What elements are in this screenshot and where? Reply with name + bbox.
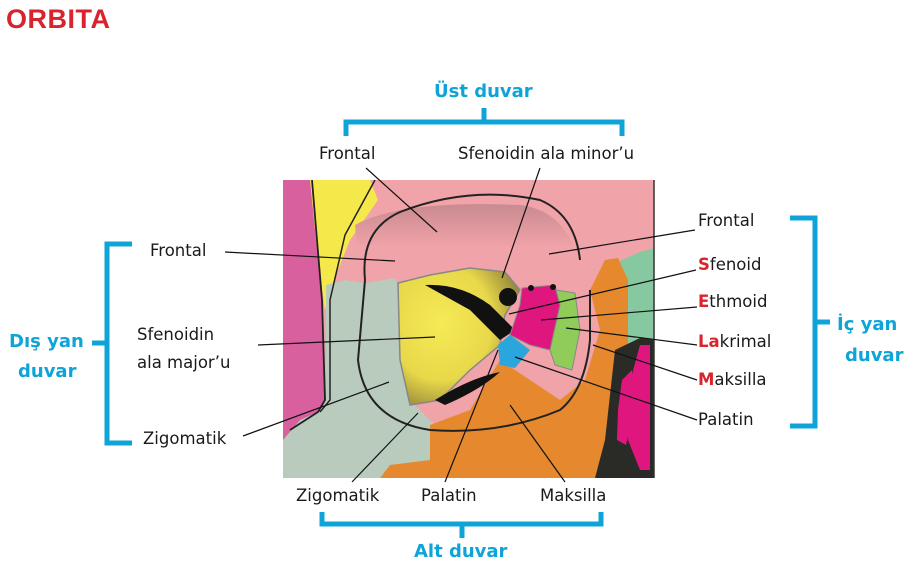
group-lateral-wall-2: duvar — [18, 361, 77, 382]
group-bottom-wall: Alt duvar — [414, 541, 508, 562]
label-bot-zygomatic: Zigomatik — [296, 486, 380, 505]
lateral-outline — [289, 180, 326, 431]
mnemonic-initial: La — [698, 332, 720, 351]
label-rest: fenoid — [709, 255, 762, 274]
optic-canal — [499, 288, 517, 306]
lateral-outline-2 — [319, 180, 376, 413]
temporal-strip — [283, 180, 326, 445]
maxilla-region — [380, 258, 628, 478]
label-bot-maxilla: Maksilla — [540, 486, 607, 505]
label-rest: thmoid — [709, 292, 768, 311]
label-top-frontal: Frontal — [319, 144, 376, 163]
leader-lines — [224, 167, 698, 483]
sphenoid-outer — [310, 180, 378, 310]
label-lat-frontal: Frontal — [150, 241, 207, 260]
label-med-frontal: Frontal — [698, 211, 755, 230]
concha — [625, 345, 650, 470]
brackets — [92, 108, 830, 538]
ethmoid-region — [509, 284, 561, 351]
label-bot-palatine: Palatin — [421, 486, 477, 505]
orbital-roof — [355, 204, 580, 290]
orbital-rim-bottom — [356, 279, 591, 432]
label-med-palatine: Palatin — [698, 410, 754, 429]
foramen — [528, 285, 534, 291]
label-lat-sphenoid-1: Sfenoidin — [137, 325, 215, 344]
mnemonic-initial: E — [698, 292, 710, 311]
concha-inner — [617, 370, 632, 445]
label-med-maxilla: Maksilla — [698, 370, 767, 390]
group-lateral-wall-1: Dış yan — [9, 331, 84, 352]
page-title: ORBITA — [6, 4, 111, 34]
inferior-orbital-fissure — [435, 372, 500, 405]
group-medial-wall-1: İç yan — [837, 314, 898, 335]
label-lat-zygomatic: Zigomatik — [143, 429, 227, 448]
superior-orbital-fissure — [425, 284, 515, 340]
mnemonic-initial: M — [698, 370, 715, 389]
bracket-medial — [790, 215, 818, 429]
label-lat-sphenoid-2: ala major’u — [137, 353, 231, 372]
mnemonic-initial: S — [698, 255, 710, 274]
group-medial-wall-2: duvar — [845, 345, 904, 366]
label-med-sphenoid: Sfenoid — [698, 255, 761, 275]
lacrimal-region — [549, 289, 581, 371]
label-med-ethmoid: Ethmoid — [698, 292, 767, 312]
label-rest: aksilla — [714, 370, 767, 389]
bracket-lateral — [104, 241, 132, 446]
foramen — [550, 284, 556, 290]
orbital-rim-top — [363, 193, 581, 281]
bracket-bottom — [319, 512, 604, 527]
label-rest: krimal — [719, 332, 772, 351]
group-top-wall: Üst duvar — [434, 81, 533, 102]
label-top-sphenoid-minor: Sfenoidin ala minor’u — [458, 144, 635, 163]
palatine-region — [498, 335, 530, 368]
bracket-top — [343, 119, 625, 136]
label-med-lacrimal: Lakrimal — [698, 332, 771, 352]
